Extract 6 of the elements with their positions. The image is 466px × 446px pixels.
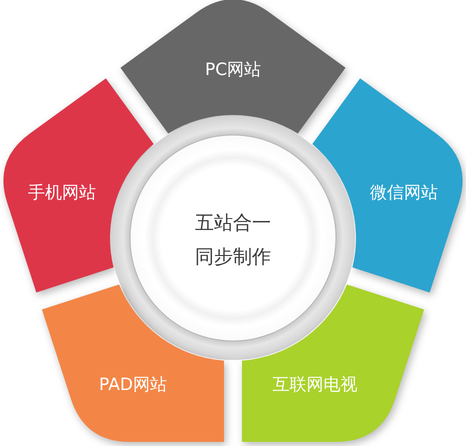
segment-label: PAD网站 xyxy=(99,375,167,395)
segment-label: 手机网站 xyxy=(28,183,96,203)
segment-label: PC网站 xyxy=(204,60,262,80)
center-label: 五站合一同步制作 xyxy=(194,211,272,270)
segment-label: 微信网站 xyxy=(370,183,438,203)
segment-label: 互联网电视 xyxy=(272,375,358,395)
